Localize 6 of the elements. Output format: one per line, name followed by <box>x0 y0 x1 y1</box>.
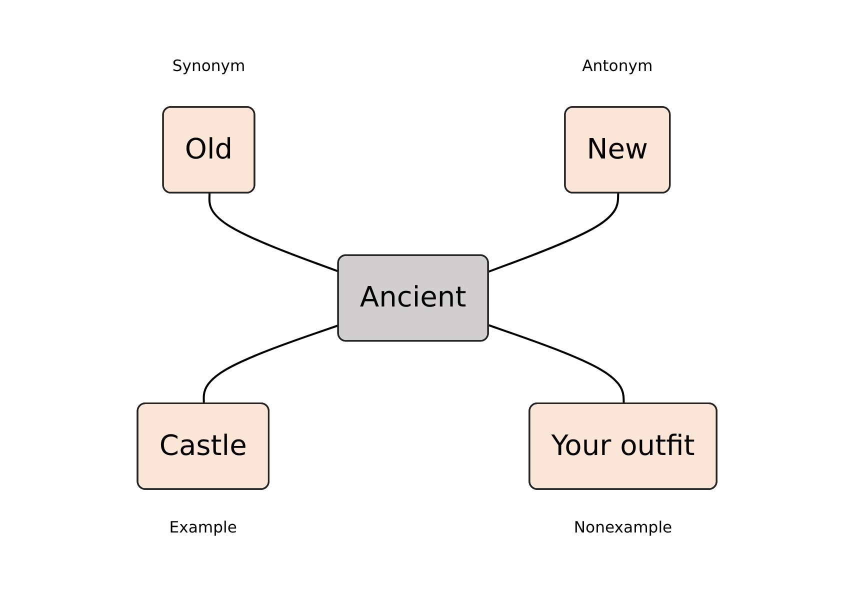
node-label: Example <box>169 520 237 537</box>
node-label: Antonym <box>582 58 653 76</box>
connector <box>488 192 620 272</box>
node-label: Nonexample <box>574 520 672 537</box>
node-label: Synonym <box>172 58 246 76</box>
connector <box>488 324 625 404</box>
